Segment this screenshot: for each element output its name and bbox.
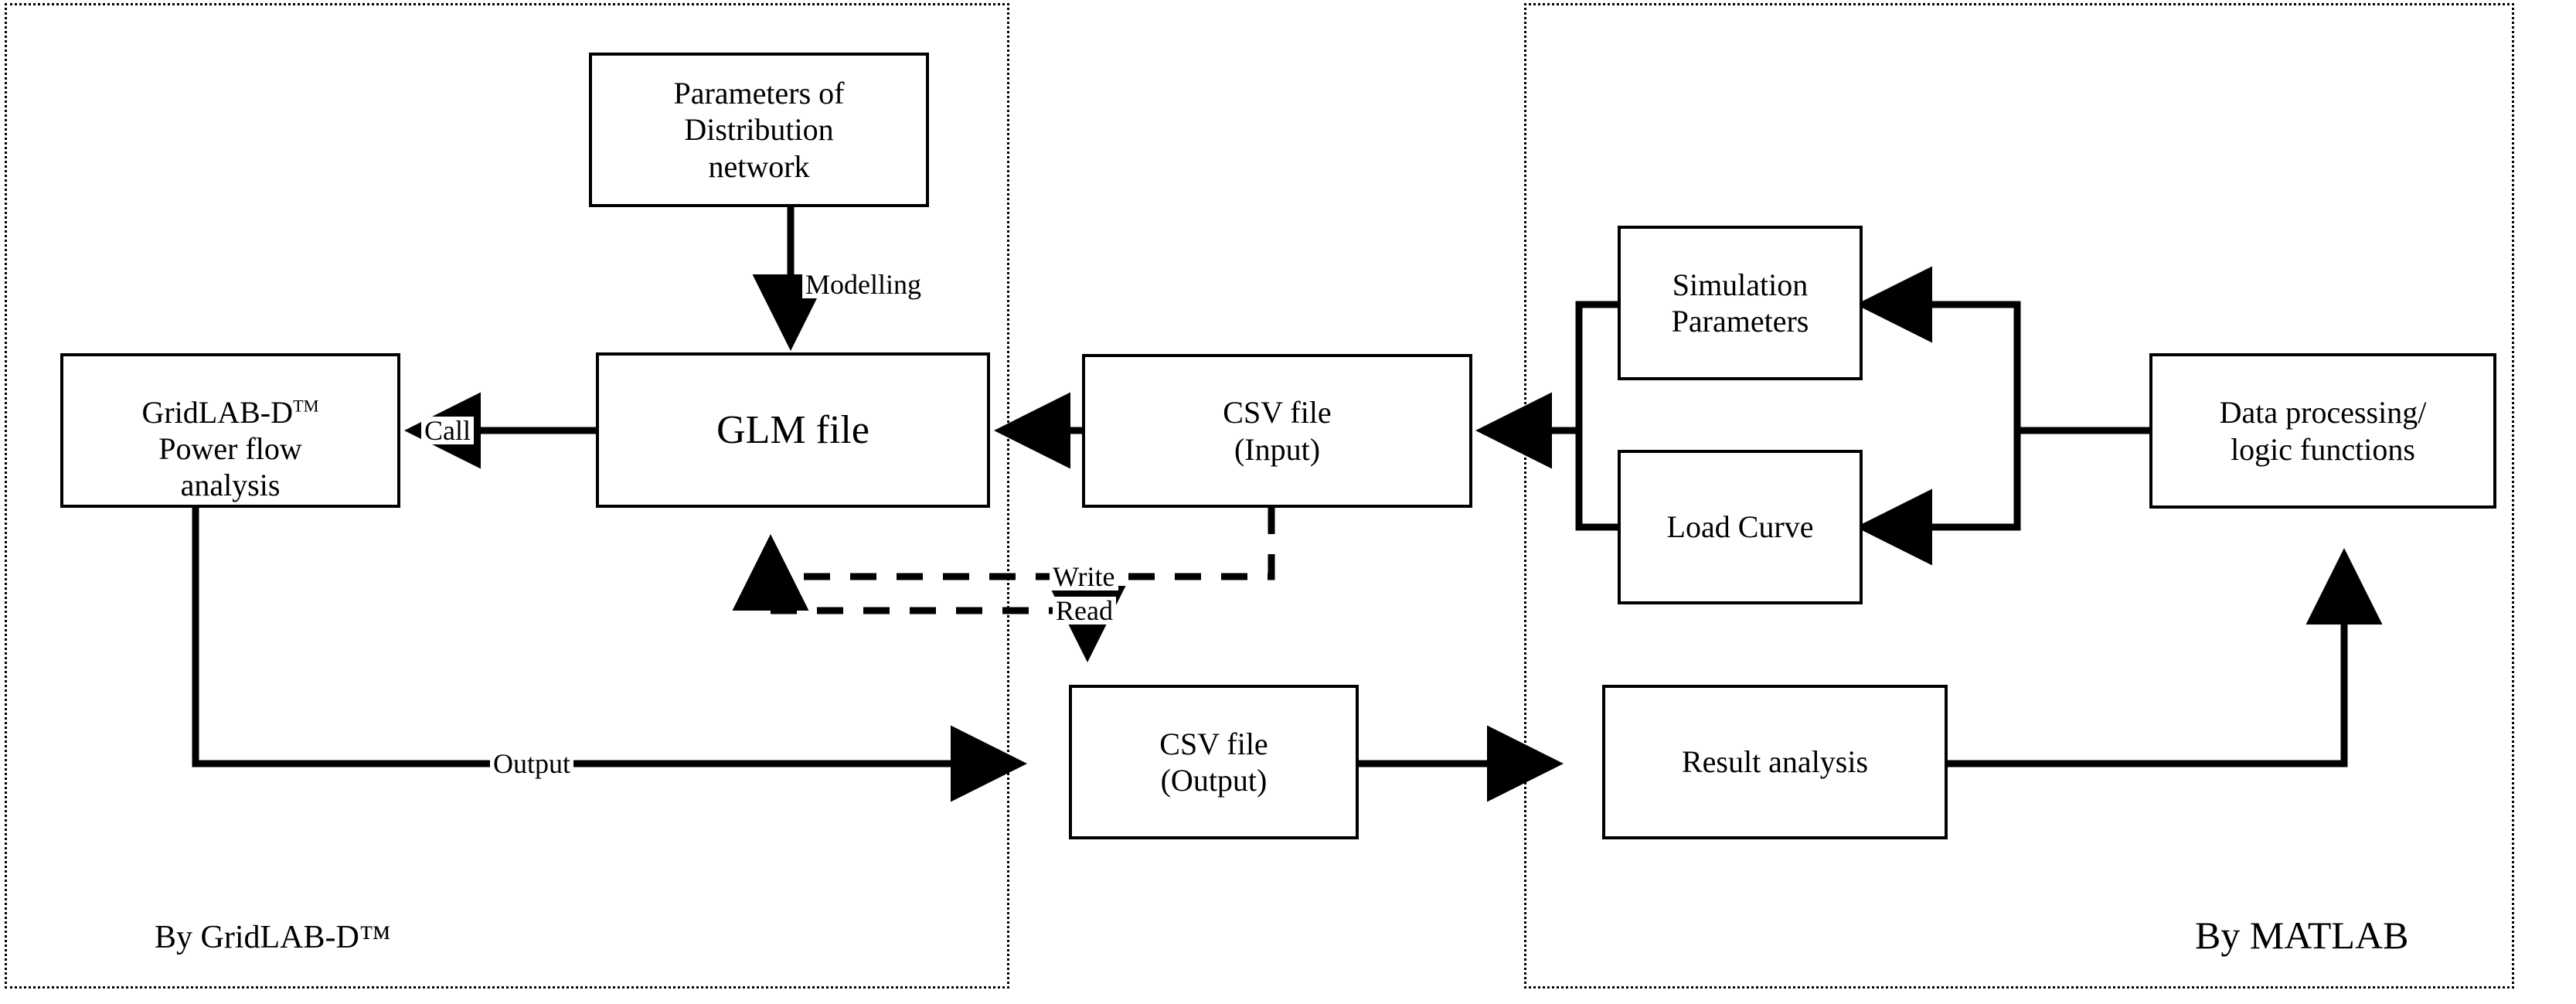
node-parameters-of-distribution-network[interactable]: Parameters of Distribution network — [589, 53, 929, 207]
node-result-analysis[interactable]: Result analysis — [1602, 685, 1948, 839]
panel-label-gridlabd: By GridLAB-D™ — [155, 920, 391, 955]
node-glm-file[interactable]: GLM file — [596, 352, 990, 508]
panel-gridlabd — [5, 3, 1009, 989]
node-data-processing-logic-functions[interactable]: Data processing/ logic functions — [2149, 353, 2496, 509]
edge-label-output: Output — [490, 750, 574, 778]
node-csv-file-input[interactable]: CSV file (Input) — [1082, 354, 1472, 508]
node-load-curve[interactable]: Load Curve — [1618, 450, 1863, 604]
edge-label-write: Write — [1050, 563, 1118, 590]
trademark-icon: TM — [292, 396, 319, 416]
node-csv-file-output[interactable]: CSV file (Output) — [1069, 685, 1359, 839]
panel-label-matlab: By MATLAB — [2195, 914, 2409, 957]
edge-label-read: Read — [1053, 597, 1116, 625]
node-simulation-parameters[interactable]: Simulation Parameters — [1618, 226, 1863, 380]
edge-label-modelling: Modelling — [802, 271, 924, 298]
node-gridlabd-power-flow-analysis[interactable]: GridLAB-DTM Power flow analysis — [60, 353, 400, 508]
edge-label-call: Call — [421, 417, 474, 444]
node-gridlabd-label: GridLAB-DTM Power flow analysis — [141, 394, 319, 503]
